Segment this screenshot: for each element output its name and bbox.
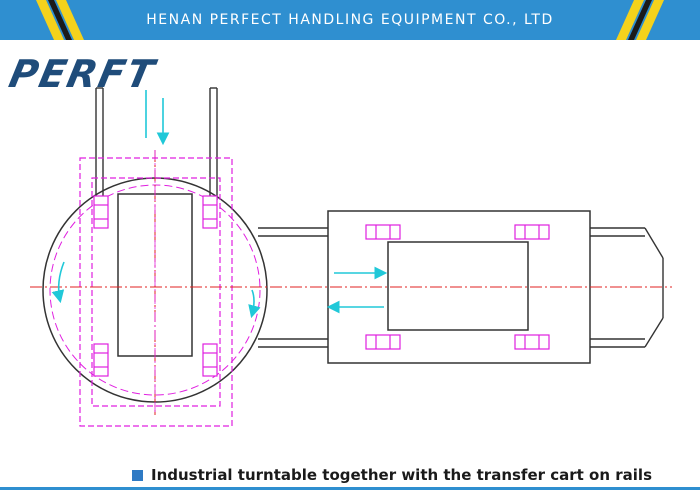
caption: Industrial turntable together with the t…	[132, 466, 652, 484]
header-stripes-right	[616, 0, 664, 40]
right-rails	[258, 227, 664, 348]
header-bar	[0, 0, 700, 40]
turntable-wheels	[93, 195, 218, 377]
turntable-outline-magenta	[79, 157, 233, 427]
transfer-cart-deck	[387, 241, 529, 331]
company-name: HENAN PERFECT HANDLING EQUIPMENT CO., LT…	[146, 12, 554, 28]
transfer-cart-wheels	[365, 224, 550, 350]
top-rail	[95, 87, 218, 200]
turntable-diagram	[30, 87, 672, 427]
caption-bullet	[132, 469, 143, 481]
header-stripes-left	[36, 0, 84, 40]
footer-rule	[0, 487, 700, 490]
direction-arrows	[51, 90, 388, 319]
caption-text: Industrial turntable together with the t…	[151, 466, 652, 484]
